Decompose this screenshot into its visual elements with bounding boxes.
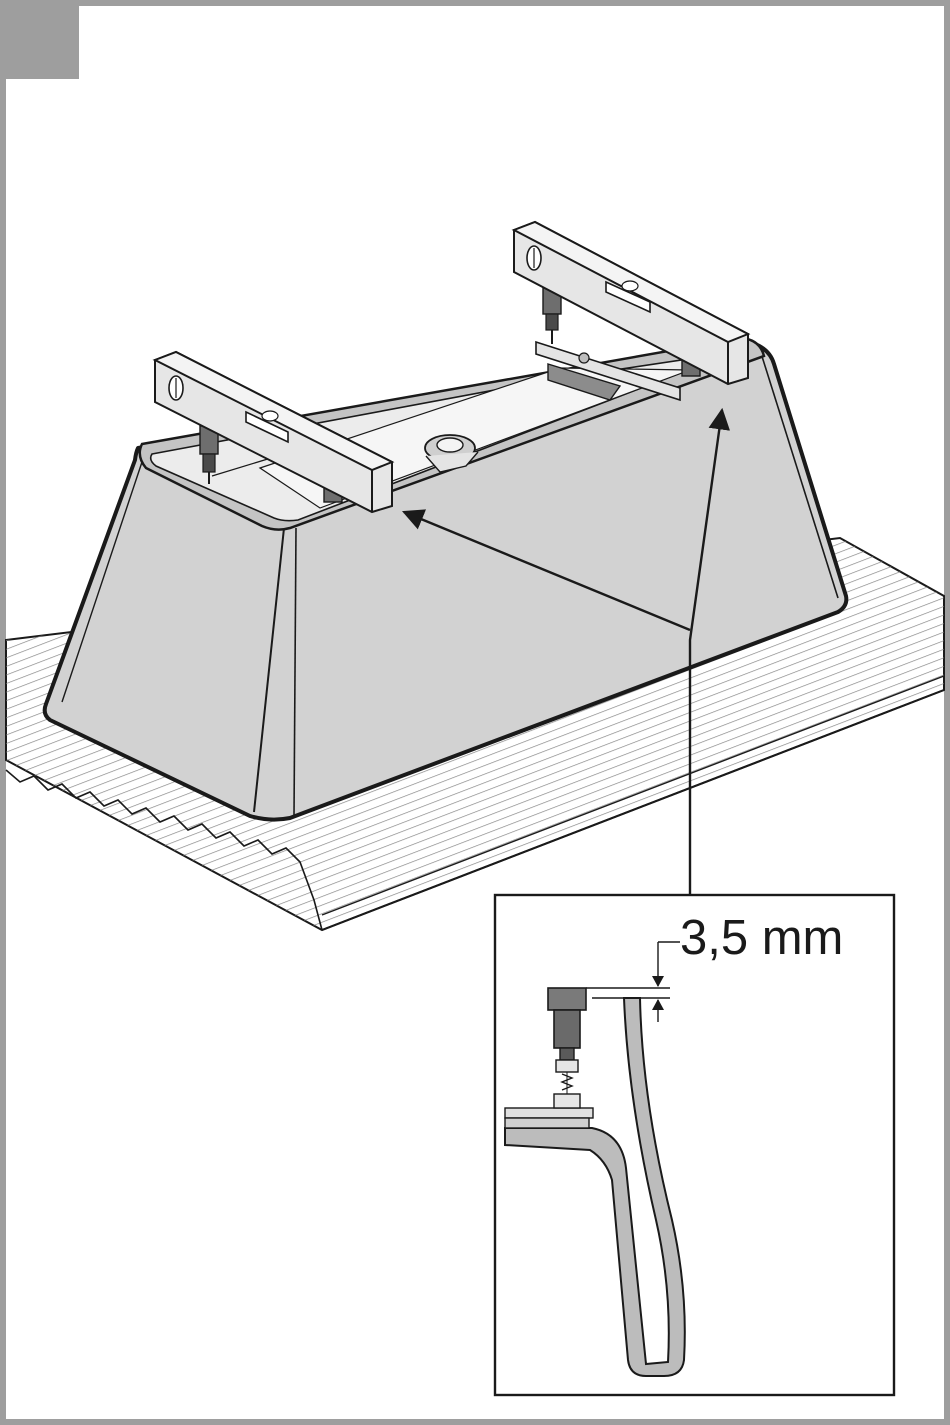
adjustable-foot-icon bbox=[543, 288, 561, 344]
detail-inset bbox=[495, 895, 894, 1395]
gap-dimension-label: 3,5 mm bbox=[680, 914, 843, 963]
